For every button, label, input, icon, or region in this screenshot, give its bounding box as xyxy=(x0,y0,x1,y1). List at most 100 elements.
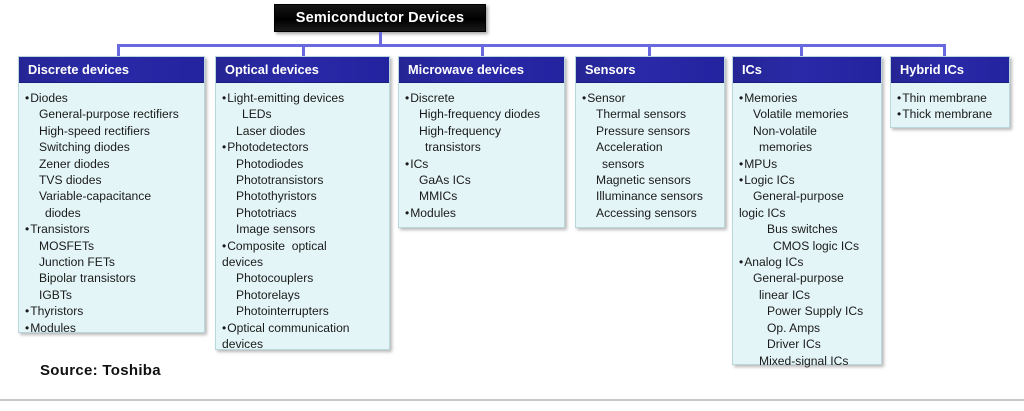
list-item: Acceleration xyxy=(596,140,663,155)
list-item: Mixed-signal ICs xyxy=(759,353,849,368)
list-item: Volatile memories xyxy=(753,107,849,122)
list-item: Photodetectors xyxy=(222,139,384,155)
list-item: Laser diodes xyxy=(236,123,306,138)
list-item: Photocouplers xyxy=(236,271,314,286)
category-header-ics: ICs xyxy=(733,57,881,83)
list-item: Photorelays xyxy=(236,287,300,302)
list-item: Op. Amps xyxy=(767,320,821,335)
list-item: Analog ICs xyxy=(739,254,876,270)
category-header-hybrid-ics: Hybrid ICs xyxy=(891,57,1009,83)
connector-drop-sensors xyxy=(648,44,651,58)
list-item: Image sensors xyxy=(236,222,316,237)
list-item: Phototriacs xyxy=(236,205,297,220)
item-list-optical-devices: Light-emitting devices LEDs Laser diodes… xyxy=(222,90,384,353)
list-item: Junction FETs xyxy=(39,255,115,270)
list-item: Photodiodes xyxy=(236,156,304,171)
list-item: Zener diodes xyxy=(39,156,110,171)
list-item: General-purpose rectifiers xyxy=(39,107,179,122)
category-title: Discrete devices xyxy=(28,62,130,77)
list-item: Switching diodes xyxy=(39,140,130,155)
item-list-discrete-devices: Diodes General-purpose rectifiers High-s… xyxy=(25,90,199,336)
list-item: Accessing sensors xyxy=(596,205,697,220)
list-item: Non-volatile xyxy=(753,123,817,138)
category-column-optical-devices[interactable]: Optical devices Light-emitting devices L… xyxy=(215,56,390,351)
list-item: Variable-capacitance xyxy=(39,189,152,204)
list-item: High-speed rectifiers xyxy=(39,123,150,138)
category-header-sensors: Sensors xyxy=(576,57,724,83)
connector-drop-discrete-devices xyxy=(117,44,120,58)
list-item: Phototransistors xyxy=(236,173,324,188)
list-item: Light-emitting devices xyxy=(222,90,384,106)
connector-drop-microwave-devices xyxy=(481,44,484,58)
list-item: Sensor xyxy=(582,90,719,106)
connector-horizontal-bus xyxy=(117,44,946,47)
list-item: Logic ICs xyxy=(739,172,876,188)
list-item: Diodes xyxy=(25,90,199,106)
list-item: Modules xyxy=(405,205,559,221)
category-body-optical-devices: Light-emitting devices LEDs Laser diodes… xyxy=(216,83,389,361)
list-item: MOSFETs xyxy=(39,238,95,253)
category-body-discrete-devices: Diodes General-purpose rectifiers High-s… xyxy=(19,83,204,344)
connector-drop-ics xyxy=(800,44,803,58)
list-item: General-purpose xyxy=(753,271,844,286)
list-item: memories xyxy=(759,140,813,155)
list-item: Bus switches xyxy=(767,222,838,237)
category-column-discrete-devices[interactable]: Discrete devices Diodes General-purpose … xyxy=(18,56,205,335)
connector-drop-hybrid-ics xyxy=(943,44,946,58)
category-title: Hybrid ICs xyxy=(900,62,964,77)
category-header-optical-devices: Optical devices xyxy=(216,57,389,83)
list-item: Bipolar transistors xyxy=(39,271,136,286)
list-item: Pressure sensors xyxy=(596,123,691,138)
item-list-sensors: Sensor Thermal sensors Pressure sensors … xyxy=(582,90,719,221)
list-item: sensors xyxy=(602,156,645,171)
list-item: Photointerrupters xyxy=(236,304,329,319)
category-column-hybrid-ics[interactable]: Hybrid ICs Thin membrane Thick membrane xyxy=(890,56,1010,128)
source-caption: Source: Toshiba xyxy=(40,362,161,379)
item-list-hybrid-ics: Thin membrane Thick membrane xyxy=(897,90,1004,123)
category-body-hybrid-ics: Thin membrane Thick membrane xyxy=(891,83,1009,131)
list-item: Discrete xyxy=(405,90,559,106)
list-item: Memories xyxy=(739,90,876,106)
list-item: Optical communication xyxy=(222,320,384,336)
item-list-ics: Memories Volatile memories Non-volatile … xyxy=(739,90,876,369)
list-item: Photothyristors xyxy=(236,189,317,204)
category-column-microwave-devices[interactable]: Microwave devices Discrete High-frequenc… xyxy=(398,56,565,228)
list-item: ICs xyxy=(405,156,559,172)
list-item: GaAs ICs xyxy=(419,173,471,188)
category-body-ics: Memories Volatile memories Non-volatile … xyxy=(733,83,881,377)
list-item: General-purpose xyxy=(753,189,844,204)
list-item: MPUs xyxy=(739,156,876,172)
list-item: MMICs xyxy=(419,189,458,204)
category-column-ics[interactable]: ICs Memories Volatile memories Non-volat… xyxy=(732,56,882,368)
category-header-microwave-devices: Microwave devices xyxy=(399,57,564,83)
list-item: Thin membrane xyxy=(897,90,1004,106)
category-header-discrete-devices: Discrete devices xyxy=(19,57,204,83)
list-item: Modules xyxy=(25,320,199,336)
connector-root-stem xyxy=(379,32,382,45)
list-item: Thick membrane xyxy=(897,106,1004,122)
list-item: Illuminance sensors xyxy=(596,189,703,204)
category-title: Microwave devices xyxy=(408,62,524,77)
category-title: Sensors xyxy=(585,62,636,77)
list-item: logic ICs xyxy=(739,205,786,220)
list-item: diodes xyxy=(45,205,81,220)
list-item: Magnetic sensors xyxy=(596,173,691,188)
list-item: transistors xyxy=(425,140,481,155)
list-item: High-frequency diodes xyxy=(419,107,541,122)
list-item: devices xyxy=(222,337,264,352)
list-item: linear ICs xyxy=(759,287,811,302)
list-item: CMOS logic ICs xyxy=(773,238,860,253)
connector-drop-optical-devices xyxy=(302,44,305,58)
category-body-sensors: Sensor Thermal sensors Pressure sensors … xyxy=(576,83,724,229)
category-body-microwave-devices: Discrete High-frequency diodes High-freq… xyxy=(399,83,564,229)
footer-divider xyxy=(0,399,1024,401)
category-title: Optical devices xyxy=(225,62,319,77)
list-item: devices xyxy=(222,255,264,270)
list-item: Driver ICs xyxy=(767,337,821,352)
list-item: High-frequency xyxy=(419,123,502,138)
category-column-sensors[interactable]: Sensors Sensor Thermal sensors Pressure … xyxy=(575,56,725,228)
root-node-semiconductor-devices: Semiconductor Devices xyxy=(274,4,486,32)
list-item: Composite optical xyxy=(222,238,384,254)
list-item: Transistors xyxy=(25,221,199,237)
